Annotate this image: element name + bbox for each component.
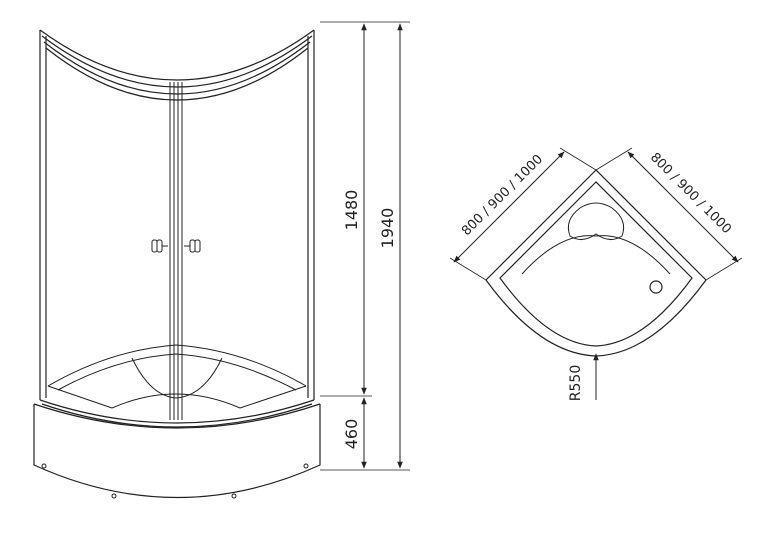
tray-outline (485, 169, 707, 357)
front-view (33, 29, 321, 499)
tray-interior (47, 344, 307, 409)
frame-posts (39, 30, 315, 400)
tray-height-label: 460 (342, 419, 361, 450)
door-center-seam (169, 82, 183, 420)
door-handle-right-icon (184, 239, 201, 253)
drain-icon (649, 280, 663, 294)
top-curved-rail (39, 29, 315, 101)
total-height-label: 1940 (378, 208, 397, 249)
side-b-label: 800 / 900 / 1000 (647, 150, 734, 237)
tray-basin (521, 202, 671, 275)
apron-feet (41, 463, 309, 499)
radius-label: R550 (568, 365, 584, 401)
bottom-curved-rail (39, 399, 315, 428)
dim-line-side-b (627, 151, 739, 263)
door-handle-left-icon (151, 239, 168, 253)
dim-line-side-a (453, 151, 565, 263)
plan-view: 800 / 900 / 1000 800 / 900 / 1000 R550 (449, 147, 743, 401)
side-a-label: 800 / 900 / 1000 (459, 152, 546, 239)
height-dimensions: 1480 1940 460 (320, 21, 410, 471)
tray-apron (33, 403, 321, 499)
upper-height-label: 1480 (342, 190, 361, 231)
